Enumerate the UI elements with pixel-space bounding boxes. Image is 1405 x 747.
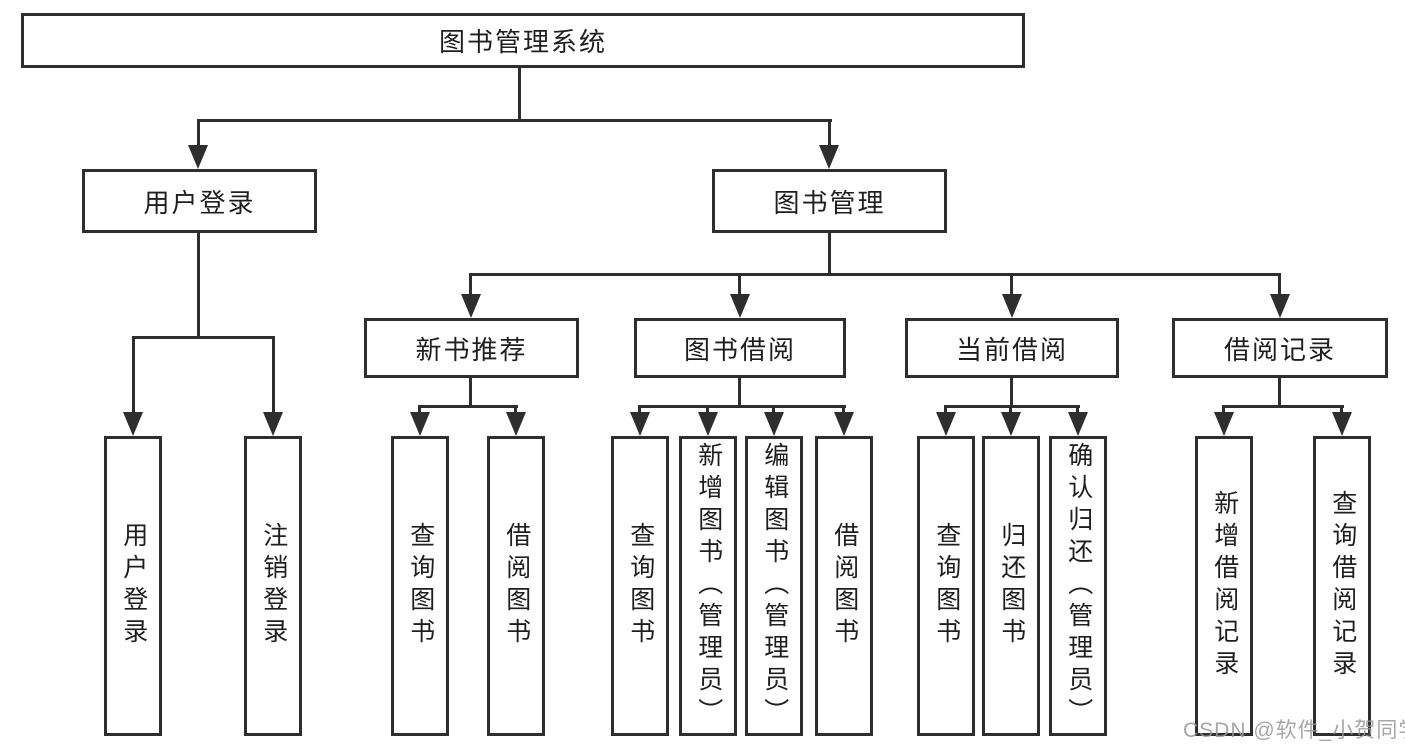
node-label: 用户登录 <box>143 187 256 218</box>
leaf-label: 借阅图书 <box>830 522 859 650</box>
leaf-label: 新增图书（管理员） <box>694 442 723 730</box>
arrowhead <box>936 412 956 436</box>
arrowhead <box>1002 294 1022 318</box>
arrowhead <box>123 412 143 436</box>
arrowhead <box>410 412 430 436</box>
arrowhead <box>188 145 208 169</box>
leaf-label: 归还图书 <box>997 522 1026 650</box>
arrowhead <box>630 412 650 436</box>
connector-stem <box>514 405 517 414</box>
node-library-management-system: 图书管理系统 <box>21 13 1025 68</box>
arrowhead <box>698 412 718 436</box>
node-label: 借阅记录 <box>1223 334 1336 365</box>
connector-stem <box>842 405 845 414</box>
node-book-borrow: 图书借阅 <box>634 318 846 378</box>
connector-level2-rail <box>198 119 832 122</box>
arrowhead <box>1332 412 1352 436</box>
connector-stem <box>1010 378 1013 405</box>
connector-stem <box>1009 405 1012 414</box>
connector-stem <box>828 119 831 147</box>
arrowhead <box>506 412 526 436</box>
connector-stem <box>1340 405 1343 414</box>
node-book-management: 图书管理 <box>712 169 947 233</box>
connector-stem <box>197 233 200 336</box>
leaf-query-borrow-record: 查询借阅记录 <box>1313 436 1371 736</box>
watermark: CSDN @软件_小贺同学 <box>1183 719 1405 742</box>
arrowhead <box>819 145 839 169</box>
leaf-label: 查询图书 <box>626 522 655 650</box>
leaf-label: 查询图书 <box>932 522 961 650</box>
arrowhead <box>764 412 784 436</box>
arrowhead <box>1214 412 1234 436</box>
connector-stem <box>828 233 831 276</box>
arrowhead <box>834 412 854 436</box>
arrowhead <box>461 294 481 318</box>
connector-stem <box>1076 405 1079 414</box>
leaf-label: 注销登录 <box>259 522 288 650</box>
leaf-add-book-admin: 新增图书（管理员） <box>679 436 737 736</box>
connector-stem <box>738 378 741 405</box>
leaf-label: 查询图书 <box>406 522 435 650</box>
connector-stem <box>272 336 275 414</box>
connector-stem <box>738 273 741 296</box>
connector-stem <box>772 405 775 414</box>
leaf-label: 用户登录 <box>119 522 148 650</box>
connector-stem <box>1278 273 1281 296</box>
leaf-return-book: 归还图书 <box>982 436 1040 736</box>
connector-rail <box>419 405 518 408</box>
node-label: 图书管理系统 <box>438 27 607 57</box>
node-label: 图书借阅 <box>683 334 796 365</box>
leaf-query-book-current: 查询图书 <box>917 436 975 736</box>
connector-stem <box>1010 273 1013 296</box>
leaf-label: 查询借阅记录 <box>1328 490 1357 682</box>
arrowhead <box>1068 412 1088 436</box>
arrowhead <box>1270 294 1290 318</box>
leaf-confirm-return-admin: 确认归还（管理员） <box>1049 436 1107 736</box>
leaf-borrow-book-recommend: 借阅图书 <box>487 436 545 736</box>
connector-stem <box>132 336 135 414</box>
node-label: 新书推荐 <box>415 334 528 365</box>
leaf-add-borrow-record: 新增借阅记录 <box>1195 436 1253 736</box>
connector-rail <box>638 405 846 408</box>
leaf-edit-book-admin: 编辑图书（管理员） <box>745 436 803 736</box>
leaf-logout-login: 注销登录 <box>244 436 302 736</box>
leaf-borrow-book: 借阅图书 <box>815 436 873 736</box>
connector-rail <box>944 405 1080 408</box>
connector-stem <box>469 273 472 296</box>
arrowhead <box>263 412 283 436</box>
node-label: 图书管理 <box>773 187 886 218</box>
leaf-label: 编辑图书（管理员） <box>760 442 789 730</box>
connector-rail <box>132 336 275 339</box>
connector-rail <box>1222 405 1344 408</box>
connector-root-stem <box>518 68 521 122</box>
connector-stem <box>706 405 709 414</box>
connector-stem <box>418 405 421 414</box>
leaf-query-book-borrow: 查询图书 <box>611 436 669 736</box>
node-new-book-recommend: 新书推荐 <box>364 318 579 378</box>
node-current-borrow: 当前借阅 <box>905 318 1119 378</box>
connector-stem <box>638 405 641 414</box>
leaf-user-login: 用户登录 <box>104 436 162 736</box>
node-borrow-record: 借阅记录 <box>1172 318 1388 378</box>
connector-level3-rail <box>470 273 1281 276</box>
leaf-label: 确认归还（管理员） <box>1064 442 1093 730</box>
connector-stem <box>1222 405 1225 414</box>
leaf-label: 新增借阅记录 <box>1210 490 1239 682</box>
arrowhead <box>1001 412 1021 436</box>
arrowhead <box>730 294 750 318</box>
connector-stem <box>197 119 200 147</box>
leaf-query-book-recommend: 查询图书 <box>391 436 449 736</box>
leaf-label: 借阅图书 <box>502 522 531 650</box>
node-user-login: 用户登录 <box>82 169 317 233</box>
node-label: 当前借阅 <box>955 334 1068 365</box>
connector-stem <box>469 378 472 405</box>
connector-stem <box>1278 378 1281 405</box>
connector-stem <box>944 405 947 414</box>
